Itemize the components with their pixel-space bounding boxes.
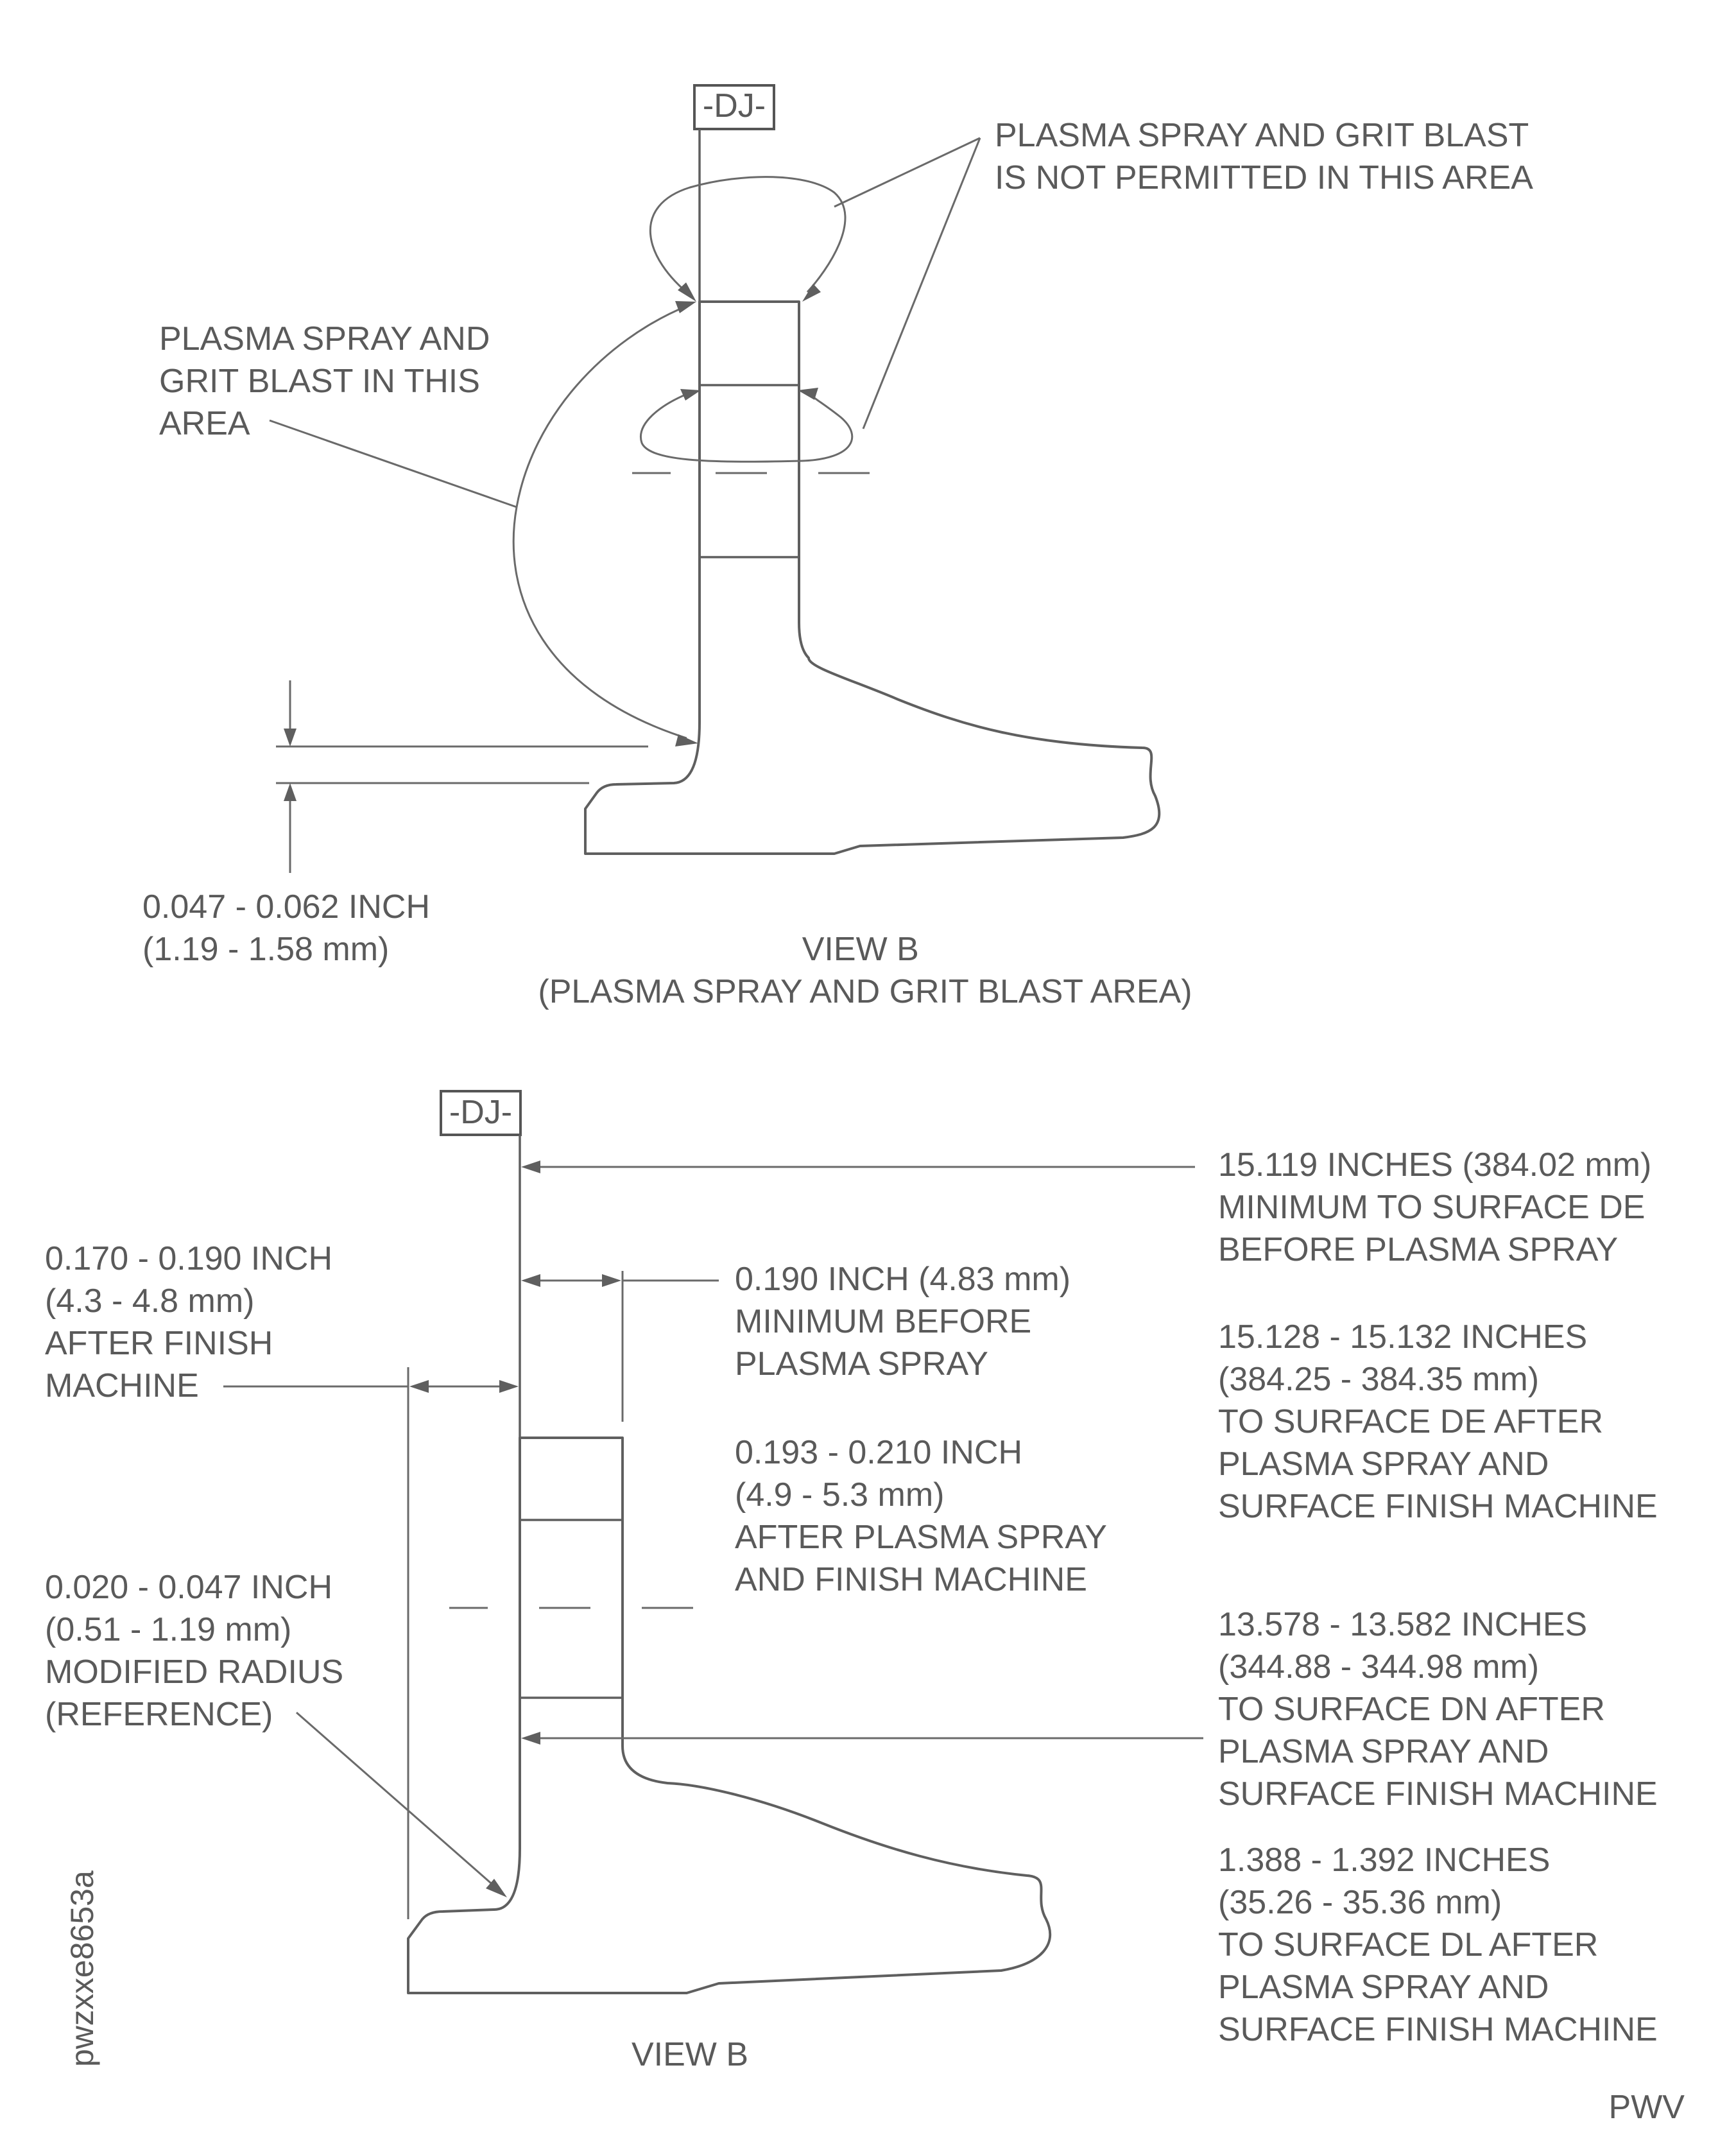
datum-tag-bottom: -DJ- [440,1090,522,1136]
dim-width-before: 0.190 INCH (4.83 mm) MINIMUM BEFORE PLAS… [735,1261,1080,1383]
datum-label-bottom: -DJ- [449,1094,512,1131]
view-caption-top: VIEW B (PLASMA SPRAY AND GRIT BLAST AREA… [538,931,1192,1010]
dim-width-after: 0.193 - 0.210 INCH (4.9 - 5.3 mm) AFTER … [735,1434,1115,1598]
part-profile-top [584,300,1161,855]
thickness-dimension [276,680,648,873]
datum-label-top: -DJ- [703,87,766,125]
dim-finish-machine: 0.170 - 0.190 INCH (4.3 - 4.8 mm) AFTER … [45,1240,341,1404]
dim-surface-dn: 13.578 - 13.582 INCHES (344.88 - 344.98 … [1218,1606,1658,1813]
dim-surface-de-min: 15.119 INCHES (384.02 mm) MINIMUM TO SUR… [1218,1146,1661,1268]
datum-tag-top: -DJ- [693,84,775,130]
not-permitted-loop-lower [640,392,854,463]
corner-mark: PWV [1609,2089,1685,2126]
not-permitted-note: PLASMA SPRAY AND GRIT BLAST IS NOT PERMI… [995,117,1538,196]
dim-surface-de-after: 15.128 - 15.132 INCHES (384.25 - 384.35 … [1218,1318,1658,1525]
view-b-grit-blast-area: -DJ- [142,84,1538,1010]
part-profile-bottom [407,1437,1052,1994]
dim-surface-dl: 1.388 - 1.392 INCHES (35.26 - 35.36 mm) … [1218,1842,1658,2048]
figure-id: pwzxxe8653a [64,1870,100,2067]
view-b-dimensions: -DJ- [45,1090,1661,2073]
not-permitted-loop-upper [649,176,847,298]
thickness-dimension-label: 0.047 - 0.062 INCH (1.19 - 1.58 mm) [142,888,439,968]
dim-radius: 0.020 - 0.047 INCH (0.51 - 1.19 mm) MODI… [45,1569,353,1733]
view-caption-bottom: VIEW B [632,2036,748,2073]
apply-area-note: PLASMA SPRAY AND GRIT BLAST IN THIS AREA [159,320,499,442]
apply-area-loop [512,304,689,739]
